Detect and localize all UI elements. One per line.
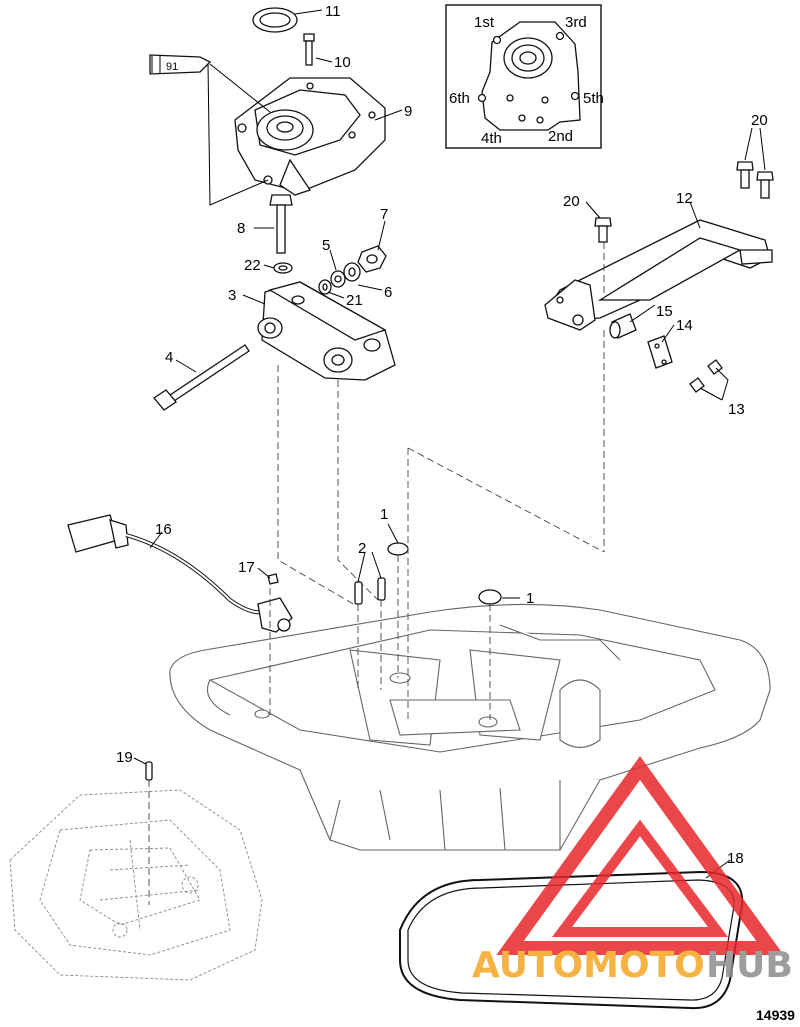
callout-18: 18 [727,850,744,867]
callout-10: 10 [334,54,351,71]
callout-12: 12 [676,190,693,207]
callout-22: 22 [244,257,261,274]
bolt-10 [303,33,315,66]
sequence-6th: 6th [449,90,470,107]
watermark-text-hub: HUB [706,945,793,986]
callout-21: 21 [346,292,363,309]
leader-lines [133,9,766,879]
sequence-2nd: 2nd [548,128,573,145]
callout-3: 3 [228,287,236,304]
torque-sequence-labels: 1st 3rd 6th 5th 4th 2nd [449,14,604,147]
torque-sequence-inset [445,4,602,149]
bolt-20-right-a [736,161,754,189]
sequence-1st: 1st [474,14,495,31]
assembly-guide-lines [148,242,605,905]
callout-2: 2 [358,540,366,557]
sequence-5th: 5th [583,90,604,107]
callout-14: 14 [676,317,693,334]
sequence-4th: 4th [481,130,502,147]
bushing-15 [609,313,637,339]
washer-5 [330,270,346,288]
callout-5: 5 [322,237,330,254]
bolt-20-left [594,217,612,243]
callout-19: 19 [116,749,133,766]
sealant-tube-label: 91 [166,61,178,73]
oil-pump-9 [234,77,386,196]
callout-11: 11 [325,3,341,20]
callout-17: 17 [238,559,255,576]
long-bolt-4 [153,344,250,411]
sealant-tube-91 [149,54,212,75]
callout-16: 16 [155,521,172,538]
o-ring-1-lower [478,589,502,605]
washer-21 [318,279,332,295]
screw-17 [267,573,279,585]
harness-16 [67,514,293,633]
bolt-20-right-b [756,171,774,199]
washer-6 [343,262,361,282]
callout-13: 13 [728,401,745,418]
adapter-plate [169,603,771,851]
bolt-8 [269,194,293,254]
callout-6: 6 [384,284,392,301]
secondary-plate-view [9,789,263,981]
callout-20-left: 20 [563,193,580,210]
bracket-3 [257,281,396,381]
washer-22 [273,262,293,274]
sensor-14 [647,335,673,369]
figure-number: 14939 [756,1007,795,1023]
callout-1-lower: 1 [526,590,534,607]
callout-15: 15 [656,303,673,320]
callout-9: 9 [404,103,412,120]
callout-8: 8 [237,220,245,237]
arm-12 [544,219,773,331]
sequence-3rd: 3rd [565,14,587,31]
nut-7 [357,245,387,273]
watermark-text-main: AUTOMOTO [472,945,705,986]
o-ring-1-upper [387,542,409,556]
callout-4: 4 [165,349,173,366]
callout-labels: 11 10 9 8 22 5 7 6 21 3 4 12 20 20 15 14… [116,3,768,867]
watermark-logo: AUTOMOTO HUB [472,756,793,986]
oil-seal-11 [252,7,298,33]
callout-20-right: 20 [751,112,768,129]
callout-1-upper: 1 [380,506,388,523]
pin-19 [145,761,153,781]
callout-7: 7 [380,206,388,223]
screw-13-lower [689,377,705,393]
